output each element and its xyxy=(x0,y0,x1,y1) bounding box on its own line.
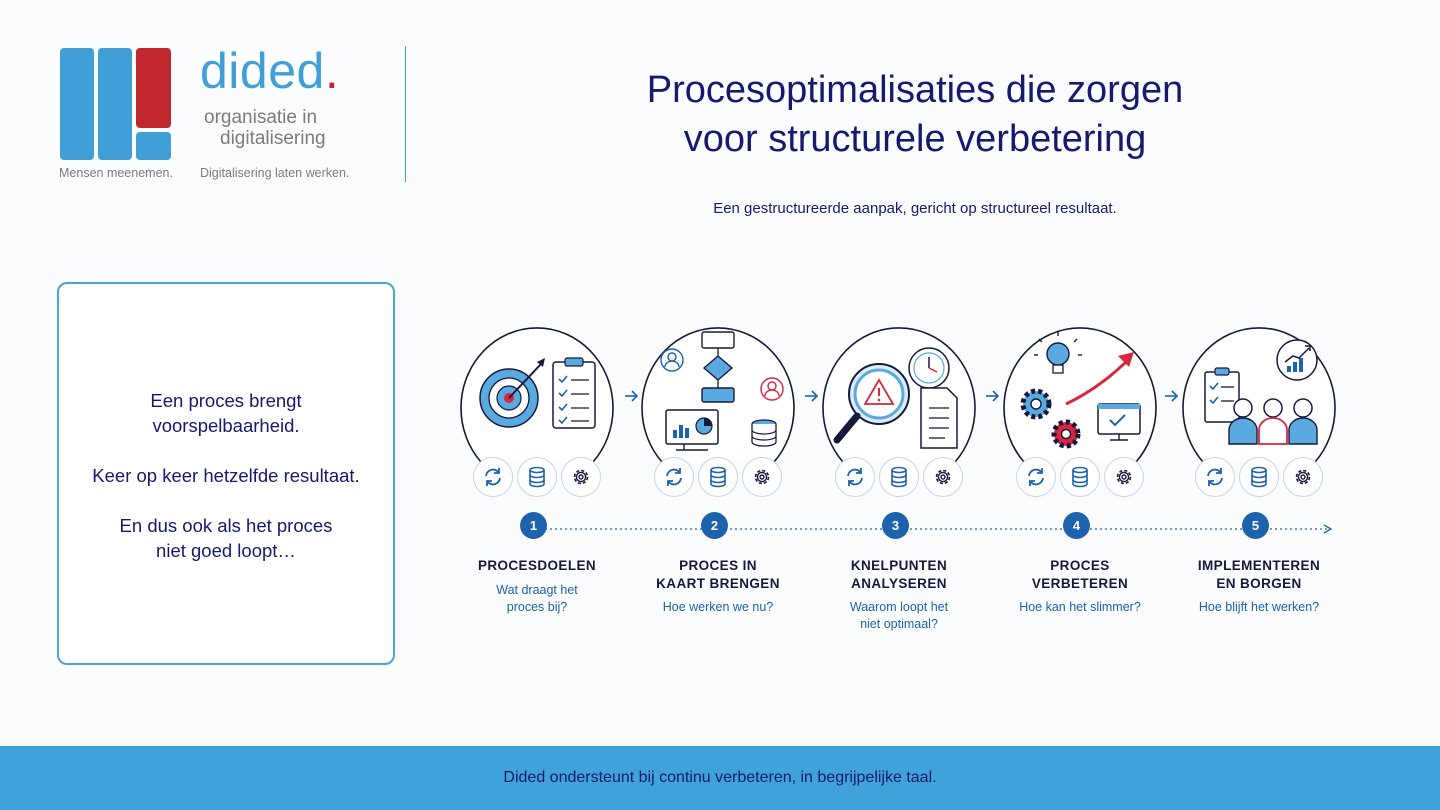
step-question: Hoe blijft het werken? xyxy=(1198,600,1320,614)
dided-logo: dided. organisatie in digitalisering Men… xyxy=(58,43,398,186)
header-divider xyxy=(405,46,406,182)
step-number: 1 xyxy=(520,512,547,539)
logo-subtitle-line1: organisatie in xyxy=(204,107,318,128)
arrow-right-icon xyxy=(986,390,1000,402)
step-number: 5 xyxy=(1242,512,1269,539)
refresh-icon xyxy=(473,457,513,497)
footer-bar: Dided ondersteunt bij continu verbeteren… xyxy=(0,746,1440,810)
lightbulb-gears-icon xyxy=(1003,327,1157,463)
refresh-icon xyxy=(654,457,694,497)
magnifier-warning-icon xyxy=(822,327,976,463)
arrow-right-icon xyxy=(625,390,639,402)
refresh-icon xyxy=(1195,457,1235,497)
target-checklist-icon xyxy=(460,327,614,463)
gear-icon xyxy=(742,457,782,497)
logo-subtitle-line2: digitalisering xyxy=(220,128,326,149)
team-growth-icon xyxy=(1182,327,1336,463)
title-line2: voor structurele verbetering xyxy=(683,118,1147,160)
gear-icon xyxy=(923,457,963,497)
database-icon xyxy=(698,457,738,497)
arrow-right-icon xyxy=(805,390,819,402)
step-question: Hoe werken we nu? xyxy=(662,600,774,614)
flowchart-icon xyxy=(641,327,795,463)
refresh-icon xyxy=(835,457,875,497)
gear-icon xyxy=(1104,457,1144,497)
info-line4: En dus ook als het proces xyxy=(119,515,333,536)
logo-wordmark: dided. xyxy=(200,43,340,99)
info-line5: niet goed loopt… xyxy=(156,540,296,561)
info-line2: voorspelbaarheid. xyxy=(152,415,300,436)
database-icon xyxy=(879,457,919,497)
step-number: 2 xyxy=(701,512,728,539)
gear-icon xyxy=(561,457,601,497)
title-line1: Procesoptimalisaties die zorgen xyxy=(646,69,1184,111)
footer-text: Dided ondersteunt bij continu verbeteren… xyxy=(503,769,937,786)
page-title: Procesoptimalisaties die zorgen voor str… xyxy=(560,66,1270,164)
refresh-icon xyxy=(1016,457,1056,497)
logo-mark-icon xyxy=(60,48,171,160)
step-number: 3 xyxy=(882,512,909,539)
database-icon xyxy=(1060,457,1100,497)
timeline-line xyxy=(535,524,1333,534)
info-line3: Keer op keer hetzelfde resultaat. xyxy=(92,465,360,486)
logo-tagline-left: Mensen meenemen. xyxy=(59,166,173,180)
step-number: 4 xyxy=(1063,512,1090,539)
page-subtitle: Een gestructureerde aanpak, gericht op s… xyxy=(713,200,1117,217)
logo-tagline-right: Digitalisering laten werken. xyxy=(200,166,350,180)
arrow-right-icon xyxy=(1165,390,1179,402)
gear-icon xyxy=(1283,457,1323,497)
step-question: Hoe kan het slimmer? xyxy=(1019,600,1141,614)
step-title: PROCESDOELEN xyxy=(477,558,597,573)
database-icon xyxy=(1239,457,1279,497)
info-box: Een proces brengt voorspelbaarheid. Keer… xyxy=(57,282,395,665)
info-line1: Een proces brengt xyxy=(150,390,302,411)
database-icon xyxy=(517,457,557,497)
